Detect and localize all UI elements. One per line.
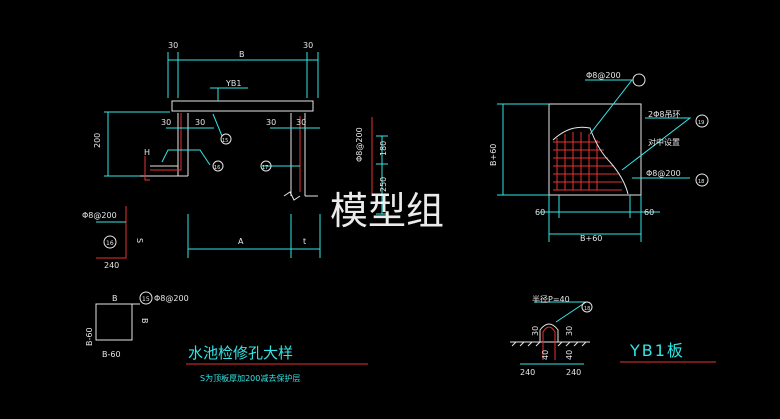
title-note: S为顶板厚加200减去保护层 [200,373,300,383]
dim-30-c: 30 [266,118,276,127]
dim-250: 250 [379,177,388,192]
plan-dim-60-left: 60 [535,208,545,217]
label-h: H [144,148,150,157]
hook-dim-40-r: 40 [565,350,574,360]
plan-view [497,73,709,242]
hook-detail [510,301,593,365]
dim-t: t [303,237,306,246]
detail16-dim-s: S [135,238,144,243]
plan-view-text: Φ8@200 2Φ8吊环 对中设置 Φ8@200 19 18 B+60 60 6… [489,71,704,243]
bubble-15-marker [220,133,232,145]
detail-15-text: B 15 Φ8@200 B-60 B B-60 [85,294,189,359]
hook-label: 半径P=40 [532,294,570,304]
rebar-vert-spec: Φ8@200 [355,127,364,162]
plan-dim-60-right: 60 [644,208,654,217]
plan-bubble-19-marker [695,114,709,128]
plan-bubble-18-marker [695,173,709,187]
detail15-dim-b-top: B [112,294,118,303]
dim-b: B [239,50,245,59]
detail16-spec: Φ8@200 [82,211,117,220]
detail-15 [95,291,153,341]
yb1-title: YB1板 [629,341,685,360]
main-title: 水池检修孔大样 [188,344,293,362]
detail15-dim-b60-left: B-60 [85,327,94,346]
detail16-bubble: 16 [106,240,114,247]
detail-16 [96,206,127,259]
bubble-16-marker [212,160,224,172]
bubble-17: 17 [262,165,268,171]
hook-bubble: 18 [584,306,590,312]
section-view [104,52,388,258]
section-dims-text: 30 B 30 YB1 200 30 30 30 30 H 15 16 17 Φ… [93,41,388,246]
hook-dim-30-r: 30 [565,326,574,336]
bubble-16-detail-marker [103,235,117,249]
dim-a: A [238,237,244,246]
bubble-15: 15 [222,138,228,144]
dim-left-30: 30 [168,41,178,50]
dim-200: 200 [93,133,102,148]
detail15-dim-b-right: B [140,318,149,324]
hook-dim-40-l: 40 [541,350,550,360]
plan-bubble-19: 19 [698,120,704,126]
bubble-17-marker [260,160,272,172]
plan-ring-spec: 2Φ8吊环 [648,110,680,119]
watermark: 模型组 [330,189,444,233]
hook-dim-240-l: 240 [520,368,535,377]
hook-dim-30-l: 30 [531,326,540,336]
dim-30-d: 30 [296,118,306,127]
plan-dim-b60-bottom: B+60 [580,234,602,243]
detail15-spec: Φ8@200 [154,294,189,303]
plan-ring-note: 对中设置 [648,137,680,147]
plan-bubble-18: 18 [698,179,704,185]
plan-top-spec: Φ8@200 [586,71,621,80]
bubble-15-detail-marker [139,291,153,305]
plan-bubble-top-marker [632,73,646,87]
detail-16-text: Φ8@200 16 S 240 [82,211,144,270]
yb1-title-block: YB1板 [620,341,716,363]
plan-dim-b60-left: B+60 [489,144,498,166]
detail16-dim-240: 240 [104,261,119,270]
hook-bubble-marker [581,301,593,313]
dim-30-b: 30 [195,118,205,127]
title-block: 水池检修孔大样 S为顶板厚加200减去保护层 [186,344,368,383]
bubble-16: 16 [214,165,220,171]
hook-detail-text: 半径P=40 18 30 30 40 40 240 240 [520,294,590,377]
detail15-dim-b60-bottom: B-60 [102,350,121,359]
detail15-bubble: 15 [142,296,150,303]
dim-180: 180 [379,141,388,156]
plan-bottom-spec: Φ8@200 [646,169,681,178]
hook-dim-240-r: 240 [566,368,581,377]
dim-right-30: 30 [303,41,313,50]
dim-30-a: 30 [161,118,171,127]
slab-label: YB1 [225,79,241,88]
